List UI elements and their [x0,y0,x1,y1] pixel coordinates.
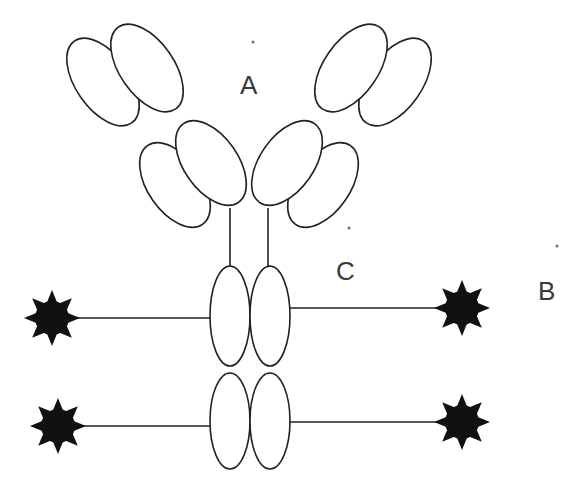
heavy-chain-domain [237,108,336,218]
fc-domain [250,266,290,366]
linker-line [288,307,445,309]
marker-star [30,398,86,454]
fc-domains [210,266,290,469]
fc-domain [210,266,250,366]
heavy-chain-domain [300,12,402,125]
marker-star [434,394,490,450]
marker-star [434,280,490,336]
part-label: A [240,72,257,98]
label-dot [347,226,350,229]
label-dots [251,40,558,247]
heavy-chain-domain [96,12,198,125]
marker-core [445,291,479,325]
antibody-domains [52,12,446,240]
linker-line [70,317,212,319]
marker-core [445,405,479,439]
marker-core [35,301,69,335]
label-dot [555,244,558,247]
part-label: B [538,278,555,304]
marker-symbols [24,280,490,454]
hinge-line [229,208,231,266]
fc-domain [250,373,290,469]
fc-domain [210,373,250,469]
linker-line [288,421,445,423]
heavy-chain-domain [161,108,260,218]
hinge-line [267,208,269,266]
label-dot [251,40,254,43]
part-label: C [336,258,355,284]
marker-core [41,409,75,443]
marker-star [24,290,80,346]
hinge-lines [230,208,268,266]
linker-line [75,425,212,427]
